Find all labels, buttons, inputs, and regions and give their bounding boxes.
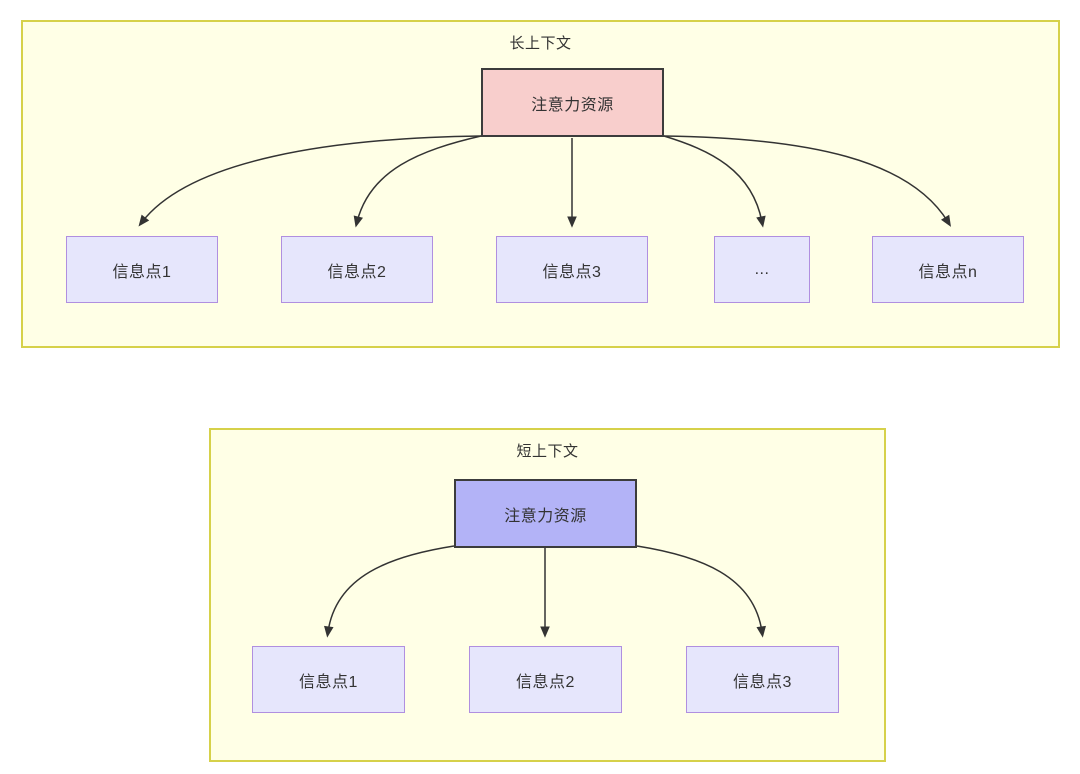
node-info-point-ellipsis-long-label: ... (754, 260, 770, 278)
panel-short-context-title: 短上下文 (516, 443, 579, 460)
node-info-point-1-short-label: 信息点1 (299, 673, 358, 691)
node-attention-resource-short[interactable]: 注意力资源 (454, 479, 637, 548)
node-info-point-n-long[interactable]: 信息点n (872, 236, 1024, 303)
node-info-point-n-long-label: 信息点n (918, 263, 978, 281)
node-info-point-ellipsis-long[interactable]: ... (714, 236, 810, 303)
node-info-point-3-long-label: 信息点3 (542, 263, 602, 281)
node-info-point-3-short-label: 信息点3 (733, 673, 792, 691)
node-attention-resource-long[interactable]: 注意力资源 (481, 68, 664, 137)
node-attention-resource-long-label: 注意力资源 (531, 96, 614, 114)
node-info-point-2-long-label: 信息点2 (327, 263, 387, 281)
node-info-point-2-short[interactable]: 信息点2 (469, 646, 622, 713)
node-info-point-3-long[interactable]: 信息点3 (496, 236, 648, 303)
node-info-point-2-short-label: 信息点2 (516, 673, 575, 691)
panel-long-context-title: 长上下文 (509, 35, 572, 52)
node-info-point-2-long[interactable]: 信息点2 (281, 236, 433, 303)
node-info-point-1-long[interactable]: 信息点1 (66, 236, 218, 303)
node-info-point-3-short[interactable]: 信息点3 (686, 646, 839, 713)
node-info-point-1-long-label: 信息点1 (112, 263, 172, 281)
node-info-point-1-short[interactable]: 信息点1 (252, 646, 405, 713)
node-attention-resource-short-label: 注意力资源 (504, 507, 587, 525)
